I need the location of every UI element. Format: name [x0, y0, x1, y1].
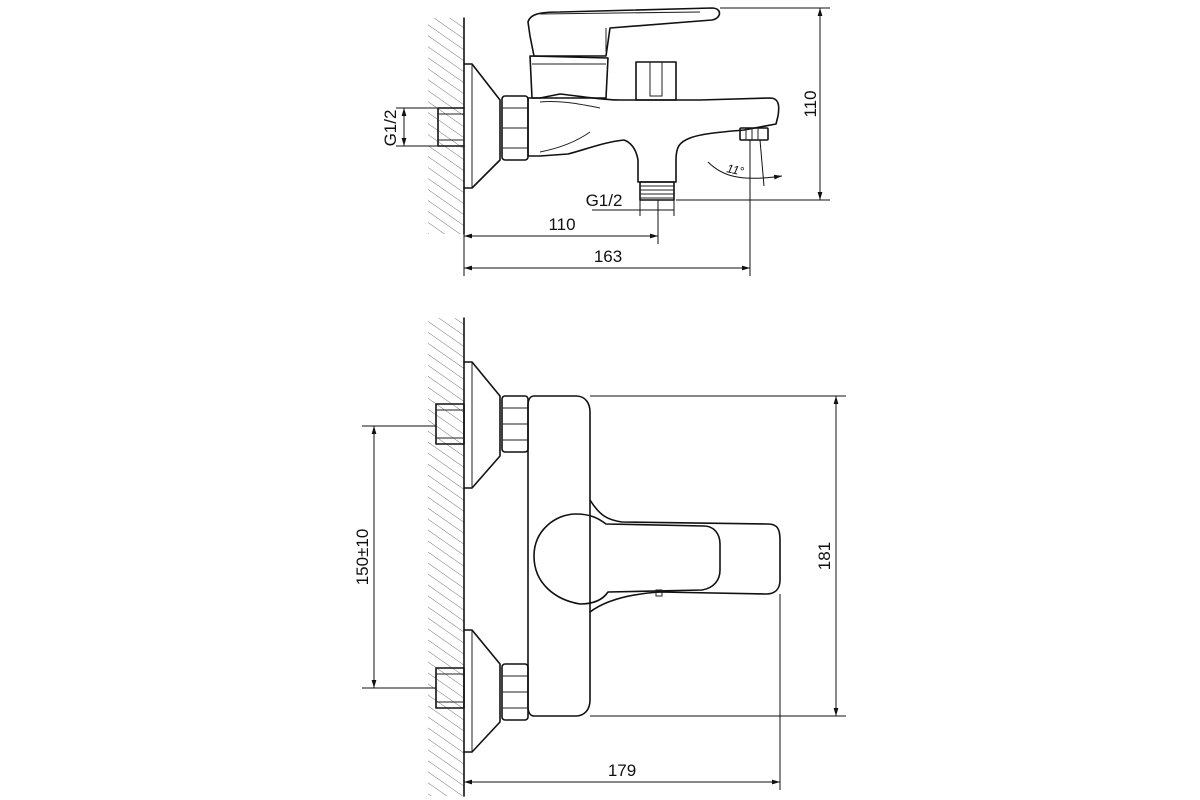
top-view: 150±10 181 179 [353, 317, 846, 797]
width-label: 181 [815, 542, 834, 570]
outlet-thread-label: G1/2 [586, 191, 623, 210]
handle-top [589, 499, 781, 613]
lower-flange [463, 629, 501, 753]
body-top [527, 395, 591, 717]
wall-hatch-top [428, 18, 464, 234]
wall-flange [463, 63, 501, 189]
outlet-thread [639, 181, 675, 201]
cartridge-column [529, 55, 609, 99]
side-view: G1/2 110 G1/2 11° 110 163 [381, 7, 830, 276]
aerator [739, 127, 769, 141]
upper-flange [463, 361, 501, 489]
wall-hatch-bottom [428, 318, 464, 796]
mixer-body [527, 93, 780, 183]
lever-handle [527, 7, 721, 57]
spout-angle-label: 11° [725, 161, 745, 178]
outlet-distance-label: 110 [548, 215, 575, 234]
inlet-thread-label: G1/2 [381, 110, 400, 147]
center-distance-label: 150±10 [353, 529, 372, 586]
depth-label: 179 [608, 761, 636, 780]
total-depth-label: 163 [594, 247, 622, 266]
height-label: 110 [801, 90, 820, 117]
handle-cap [533, 513, 721, 605]
diverter-knob [635, 61, 677, 101]
